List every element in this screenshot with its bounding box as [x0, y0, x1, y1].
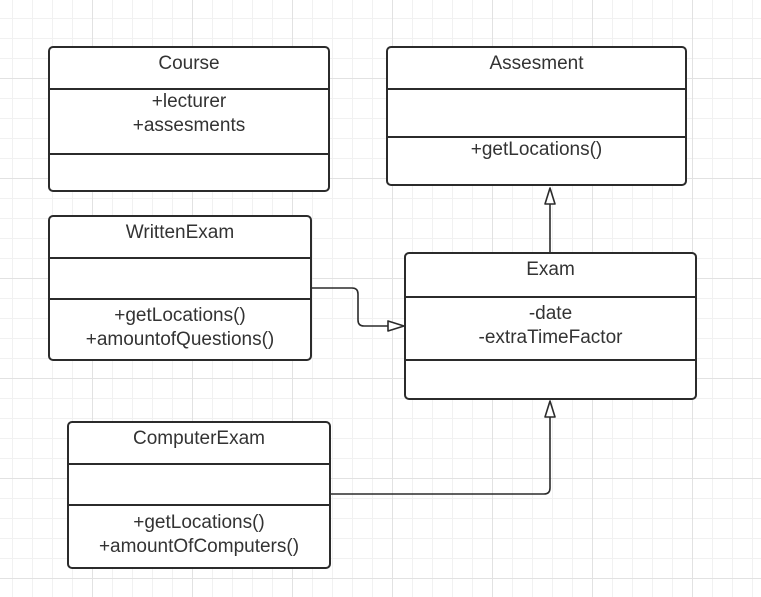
edge-writtenexam-to-exam[interactable]	[312, 287, 388, 327]
generalization-arrowhead	[387, 320, 405, 332]
method: +amountofQuestions()	[85, 329, 275, 350]
class-name: Course	[158, 53, 220, 74]
attribute: +lecturer	[151, 91, 227, 112]
class-name: WrittenExam	[125, 222, 235, 243]
method: +getLocations()	[470, 139, 603, 160]
class-name: Exam	[526, 259, 575, 280]
attributes-section: -date -extraTimeFactor	[406, 296, 695, 359]
attribute: +assesments	[132, 115, 246, 136]
attributes-section: +lecturer +assesments	[50, 88, 328, 153]
attribute: -extraTimeFactor	[478, 327, 623, 348]
method: +amountOfComputers()	[98, 536, 300, 557]
class-computerexam[interactable]: ComputerExam +getLocations() +amountOfCo…	[67, 421, 331, 569]
generalization-arrowhead	[544, 400, 556, 418]
methods-section	[50, 153, 328, 190]
class-name: Assesment	[489, 53, 584, 74]
method: +getLocations()	[114, 305, 246, 326]
methods-section: +getLocations()	[388, 136, 685, 184]
class-course[interactable]: Course +lecturer +assesments	[48, 46, 330, 192]
attributes-section	[50, 257, 310, 298]
generalization-arrowhead	[544, 187, 556, 205]
methods-section: +getLocations() +amountofQuestions()	[50, 298, 310, 359]
attributes-section	[388, 88, 685, 136]
edge-computerexam-to-exam[interactable]	[330, 417, 551, 495]
attributes-section	[69, 463, 329, 504]
method: +getLocations()	[133, 512, 265, 533]
class-name: ComputerExam	[133, 428, 265, 449]
class-writtenexam[interactable]: WrittenExam +getLocations() +amountofQue…	[48, 215, 312, 361]
class-exam[interactable]: Exam -date -extraTimeFactor	[404, 252, 697, 400]
class-assesment[interactable]: Assesment +getLocations()	[386, 46, 687, 186]
methods-section	[406, 359, 695, 398]
attribute: -date	[528, 303, 573, 324]
methods-section: +getLocations() +amountOfComputers()	[69, 504, 329, 567]
